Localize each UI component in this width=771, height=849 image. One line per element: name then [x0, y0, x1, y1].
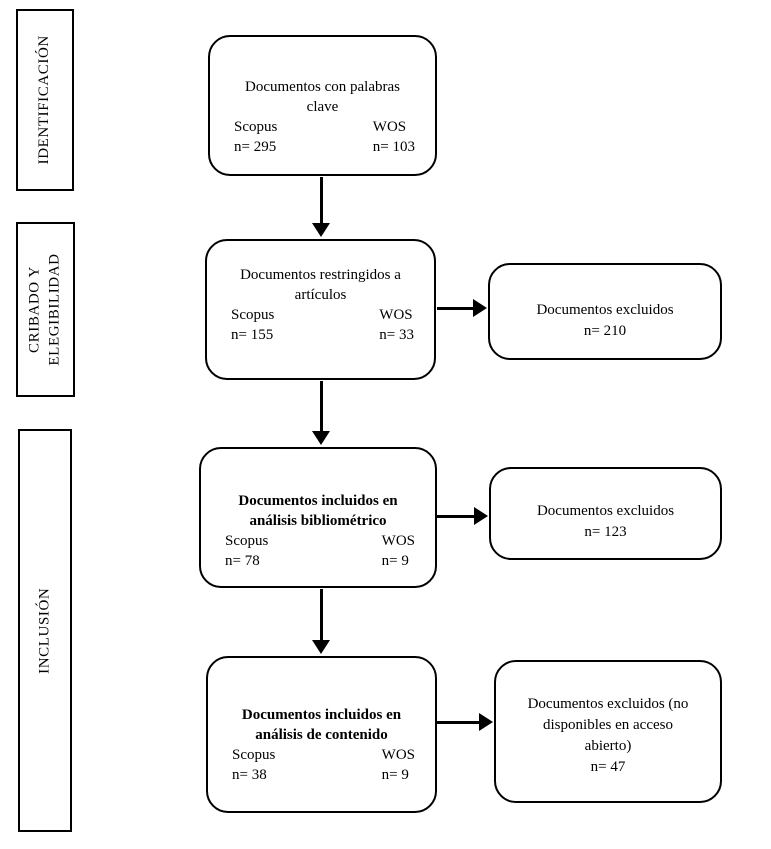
arrow-down-articles-to-bibliometric [320, 381, 323, 432]
arrow-down-keywords-to-articles [320, 177, 323, 224]
flow-box-articles: Documentos restringidos a artículos Scop… [205, 239, 436, 380]
excluded-box-bibliometric: Documentos excluidos n= 123 [489, 467, 722, 560]
source-counts-row: Scopus n= 295 WOS n= 103 [210, 117, 435, 157]
flow-box-bibliometric-analysis: Documentos incluidos en análisis bibliom… [199, 447, 437, 588]
source-counts-row: Scopus n= 78 WOS n= 9 [201, 531, 435, 571]
stage-box-inclusion: INCLUSIÓN [18, 429, 72, 832]
stage-label: INCLUSIÓN [36, 587, 53, 674]
stage-label: CRIBADO Y ELEGIBILIDAD [27, 253, 63, 366]
source-name: WOS [381, 746, 415, 763]
wos-column: WOS n= 33 [379, 305, 414, 345]
source-name: Scopus [232, 746, 276, 763]
flow-box-keywords: Documentos con palabras clave Scopus n= … [208, 35, 437, 176]
source-name: Scopus [231, 306, 275, 323]
scopus-column: Scopus n= 155 [231, 305, 274, 345]
source-count: n= 103 [372, 138, 415, 155]
flow-box-title: Documentos con palabras clave [245, 78, 400, 115]
arrow-right-to-excluded-47 [437, 721, 480, 724]
excluded-count: n= 47 [590, 758, 626, 775]
excluded-count: n= 123 [584, 523, 627, 540]
wos-column: WOS n= 9 [382, 531, 415, 571]
stage-box-cribado-elegibilidad: CRIBADO Y ELEGIBILIDAD [16, 222, 75, 397]
source-count: n= 9 [381, 552, 409, 569]
source-name: WOS [372, 118, 407, 135]
source-count: n= 295 [234, 138, 277, 155]
flow-box-content-analysis: Documentos incluidos en análisis de cont… [206, 656, 437, 813]
source-name: WOS [379, 306, 413, 323]
source-count: n= 38 [232, 766, 267, 783]
flow-box-title: Documentos incluidos en análisis bibliom… [238, 492, 398, 529]
excluded-box-screening: Documentos excluidos n= 210 [488, 263, 722, 360]
scopus-column: Scopus n= 295 [234, 117, 277, 157]
stage-box-identificacion: IDENTIFICACIÓN [16, 9, 74, 191]
stage-label: IDENTIFICACIÓN [36, 35, 53, 165]
source-name: Scopus [225, 532, 269, 549]
source-name: Scopus [234, 118, 278, 135]
source-count: n= 9 [381, 766, 409, 783]
arrow-down-bibliometric-to-content [320, 589, 323, 641]
source-count: n= 155 [231, 326, 274, 343]
excluded-box-open-access: Documentos excluidos (no disponibles en … [494, 660, 722, 803]
source-counts-row: Scopus n= 155 WOS n= 33 [207, 305, 434, 345]
scopus-column: Scopus n= 38 [232, 745, 275, 785]
flow-box-title: Documentos incluidos en análisis de cont… [241, 706, 402, 743]
excluded-count: n= 210 [583, 322, 627, 339]
arrow-right-to-excluded-210 [437, 307, 474, 310]
flow-box-title: Documentos restringidos a artículos [240, 266, 401, 303]
excluded-text: Documentos excluidos [536, 502, 675, 519]
excluded-text: Documentos excluidos (no disponibles en … [527, 695, 689, 754]
source-counts-row: Scopus n= 38 WOS n= 9 [208, 745, 435, 785]
arrow-right-to-excluded-123 [437, 515, 475, 518]
source-count: n= 78 [225, 552, 260, 569]
source-count: n= 33 [379, 326, 414, 343]
source-name: WOS [381, 532, 415, 549]
excluded-text: Documentos excluidos [536, 301, 674, 318]
scopus-column: Scopus n= 78 [225, 531, 268, 571]
wos-column: WOS n= 9 [382, 745, 415, 785]
wos-column: WOS n= 103 [373, 117, 415, 157]
